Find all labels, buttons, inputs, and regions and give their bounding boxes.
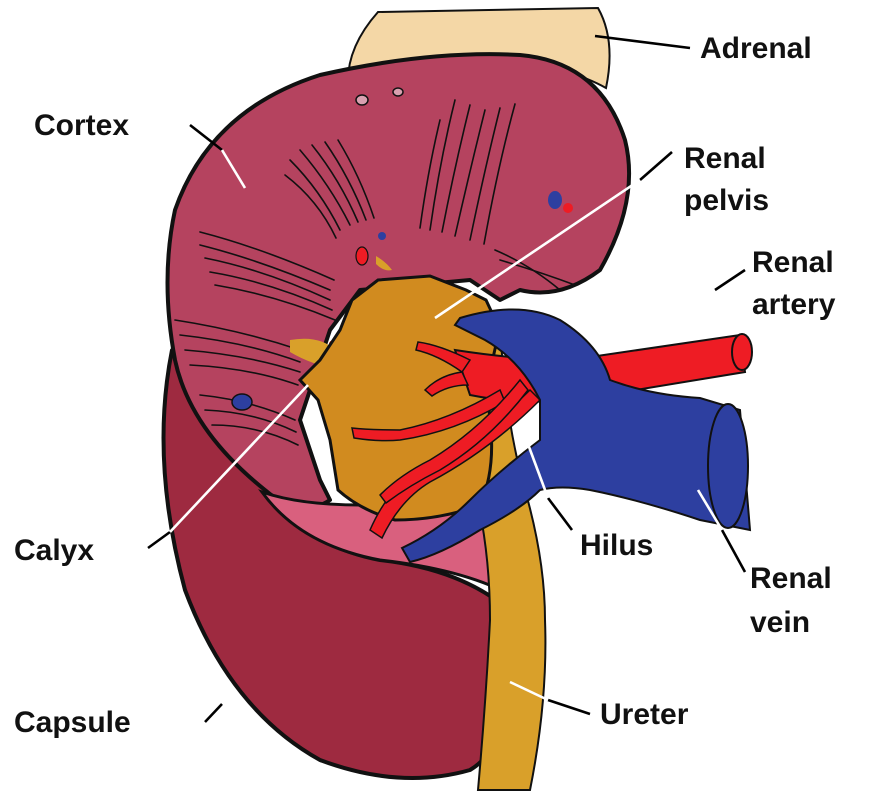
label-hilus: Hilus	[580, 529, 653, 562]
label-renal-vein-line1: Renal	[750, 562, 832, 595]
label-adrenal: Adrenal	[700, 32, 812, 65]
renal-vein-end	[708, 404, 748, 528]
label-ureter: Ureter	[600, 698, 689, 731]
label-calyx: Calyx	[14, 534, 94, 567]
label-cortex: Cortex	[34, 109, 129, 142]
label-renal-pelvis-line1: Renal	[684, 142, 766, 175]
label-renal-vein-line2: vein	[750, 606, 810, 639]
label-renal-artery-line1: Renal	[752, 246, 834, 279]
label-capsule: Capsule	[14, 706, 131, 739]
label-renal-artery-line2: artery	[752, 288, 836, 321]
label-renal-pelvis-line2: pelvis	[684, 184, 769, 217]
renal-artery-end	[732, 334, 752, 370]
